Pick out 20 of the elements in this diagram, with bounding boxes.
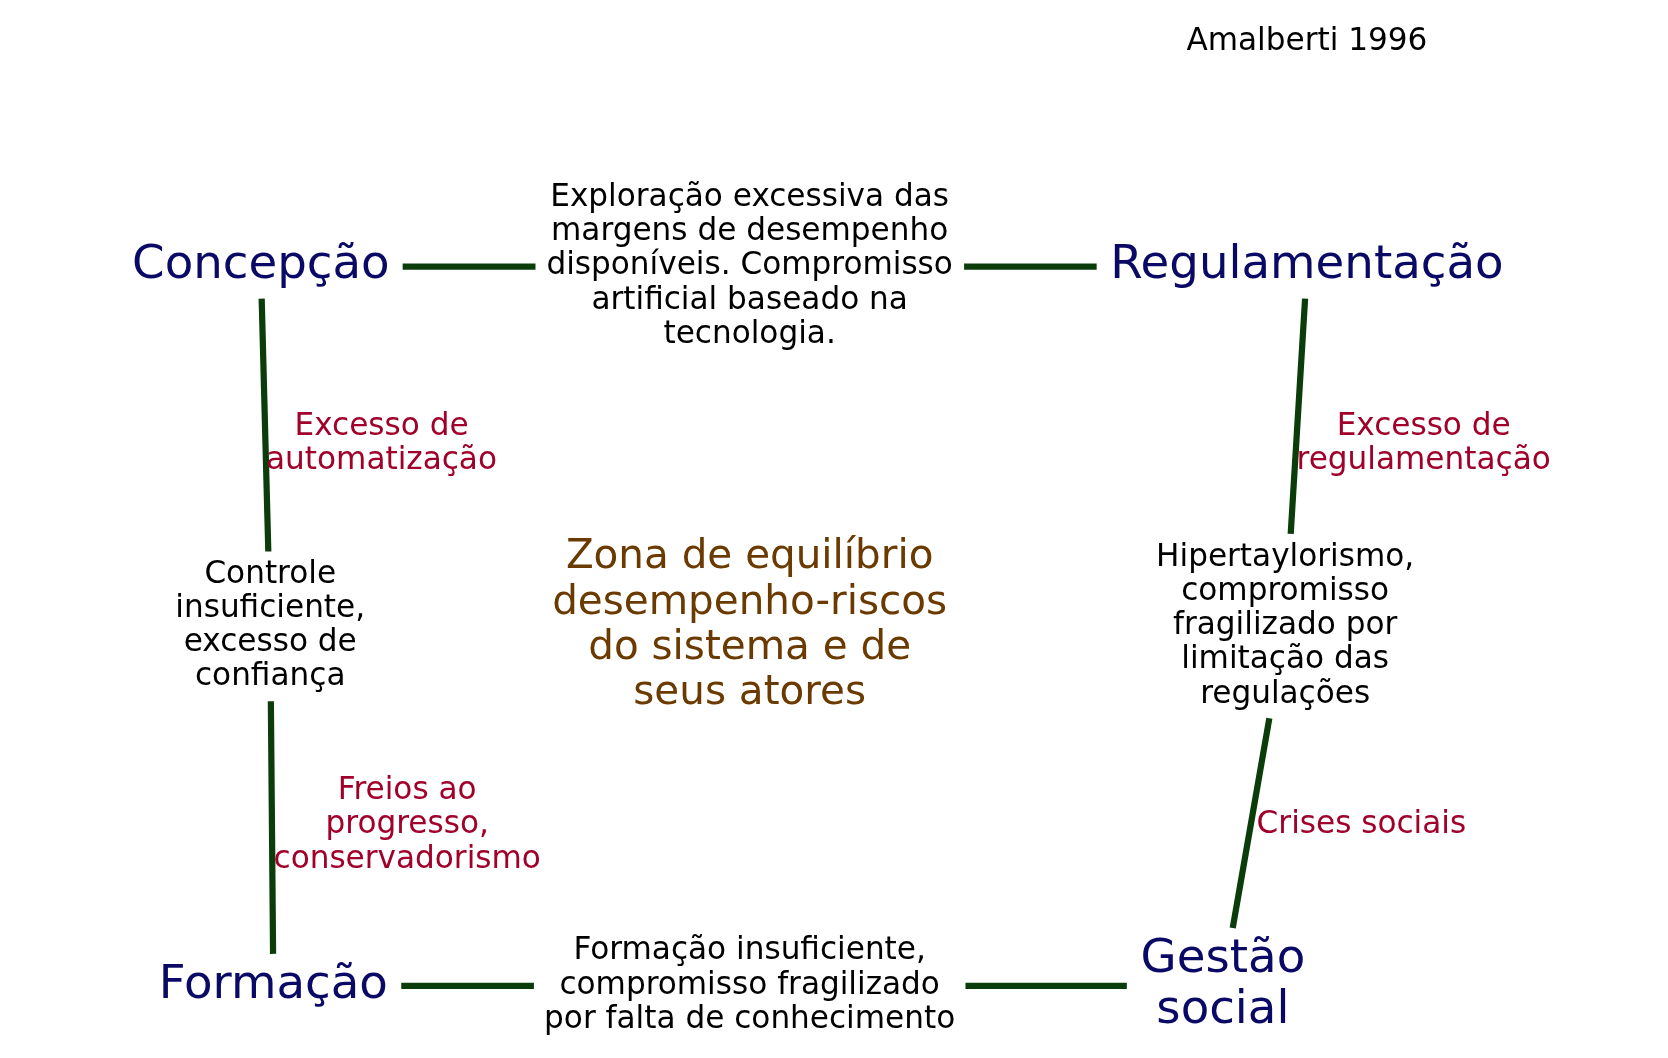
connector <box>400 982 534 989</box>
connector <box>402 263 535 270</box>
connector <box>1229 717 1272 929</box>
connector <box>258 298 271 552</box>
label: Amalberti 1996 <box>1185 21 1427 58</box>
connector <box>963 263 1097 270</box>
node-text: Exploração excessiva das margens de desempenho disponíveis. Compromisso artificial baseado na tecnologia. <box>545 177 953 350</box>
node-text: Regulamentação <box>1109 235 1504 290</box>
edge-label: Freios ao progresso, conservadorismo <box>273 770 541 875</box>
node-text: Hipertaylorismo, compromisso fragilizado por limitação das regulações <box>1155 536 1414 710</box>
edge-label: Excesso de regulamentação <box>1296 405 1551 477</box>
node-text: Formação insuficiente, compromisso fragilizado por falta de conhecimento <box>543 930 955 1035</box>
node-text: Controle insuficiente, excesso de confiança <box>174 553 365 693</box>
node-text: Concepção <box>131 235 390 290</box>
node-text: Gestão social <box>1140 928 1305 1035</box>
node-text: Formação <box>158 954 388 1009</box>
connector <box>965 982 1127 989</box>
edge-label: Crises sociais <box>1256 804 1466 841</box>
node-text: Zona de equilíbrio desempenho-riscos do sistema e de seus atores <box>551 530 947 714</box>
connector <box>1287 298 1308 535</box>
